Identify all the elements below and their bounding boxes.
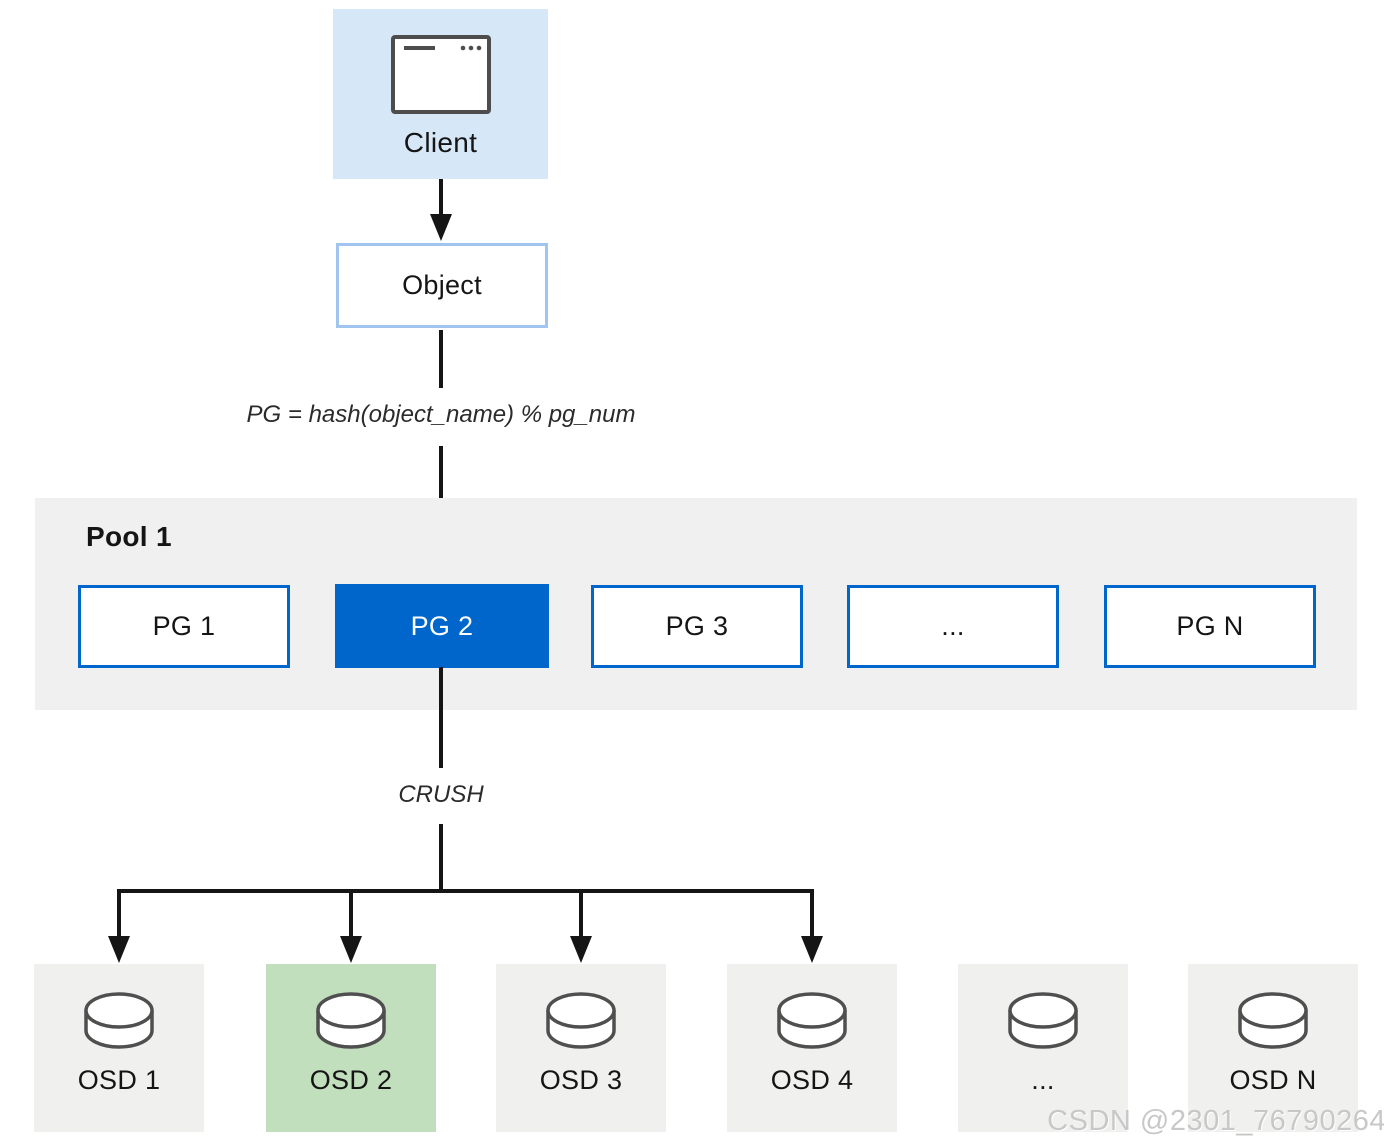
pg-label: PG 3	[665, 611, 729, 641]
disk-icon	[316, 992, 386, 1049]
object-node: Object	[336, 243, 548, 328]
pg-node-n: PG N	[1104, 585, 1316, 668]
branch-drop-osd3-line	[579, 889, 583, 938]
branch-horizontal-line	[117, 889, 814, 893]
line-pg2-to-crush	[439, 667, 443, 768]
pg-node-1: PG 1	[78, 585, 290, 668]
branch-drop-osd4-head	[801, 936, 823, 963]
disk-icon	[1238, 992, 1308, 1049]
branch-drop-osd1-line	[117, 889, 121, 938]
arrow-client-to-object-line	[439, 179, 443, 215]
osd-node-1: OSD 1	[34, 964, 204, 1132]
osd-node-ellipsis: ...	[958, 964, 1128, 1132]
hash-formula-label: PG = hash(object_name) % pg_num	[246, 401, 636, 428]
object-label: Object	[402, 270, 482, 300]
pool-title: Pool 1	[86, 521, 172, 552]
line-crush-to-branch	[439, 824, 443, 892]
osd-label: OSD 4	[770, 1065, 854, 1095]
osd-label: OSD N	[1229, 1065, 1317, 1095]
pg-label: PG 2	[410, 610, 474, 641]
osd-node-n: OSD N	[1188, 964, 1358, 1132]
pg-label: ...	[941, 611, 965, 641]
osd-node-2-selected: OSD 2	[266, 964, 436, 1132]
line-object-to-formula	[439, 330, 443, 388]
branch-drop-osd2-line	[349, 889, 353, 938]
disk-icon	[546, 992, 616, 1049]
browser-window-icon	[390, 35, 491, 114]
osd-label: OSD 3	[539, 1065, 623, 1095]
osd-label: OSD 2	[309, 1065, 393, 1095]
client-node: Client	[333, 9, 548, 179]
disk-icon	[84, 992, 154, 1049]
arrow-client-to-object-head	[430, 214, 452, 241]
csdn-watermark: CSDN @2301_76790264	[1047, 1105, 1384, 1137]
osd-node-4: OSD 4	[727, 964, 897, 1132]
pg-node-ellipsis: ...	[847, 585, 1059, 668]
branch-drop-osd3-head	[570, 936, 592, 963]
pg-label: PG 1	[152, 611, 216, 641]
pg-node-3: PG 3	[591, 585, 803, 668]
crush-label: CRUSH	[398, 781, 484, 808]
pg-node-2-selected: PG 2	[335, 584, 549, 668]
osd-node-3: OSD 3	[496, 964, 666, 1132]
disk-icon	[1008, 992, 1078, 1049]
osd-label: ...	[1031, 1065, 1055, 1095]
branch-drop-osd2-head	[340, 936, 362, 963]
pg-label: PG N	[1176, 611, 1244, 641]
branch-drop-osd4-line	[810, 889, 814, 938]
disk-icon	[777, 992, 847, 1049]
osd-label: OSD 1	[77, 1065, 161, 1095]
branch-drop-osd1-head	[108, 936, 130, 963]
client-label: Client	[403, 127, 478, 158]
